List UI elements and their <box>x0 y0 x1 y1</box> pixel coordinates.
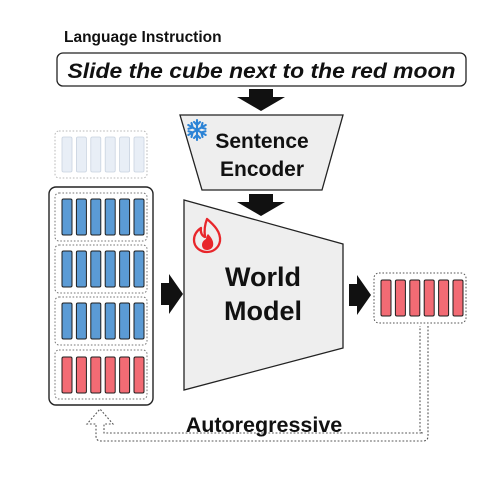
world-model-label-line2: Model <box>224 296 302 326</box>
predicted-token <box>90 356 102 394</box>
placeholder-token <box>90 136 102 173</box>
observed-token <box>133 250 145 288</box>
instruction-box-frame <box>56 52 467 87</box>
encoder-label-line2: Encoder <box>220 158 304 181</box>
observed-token <box>75 198 87 236</box>
placeholder-token <box>133 136 145 173</box>
snowflake-icon <box>187 118 207 142</box>
observed-token <box>61 250 73 288</box>
predicted-token <box>104 356 116 394</box>
arrow-instruction-to-encoder-icon <box>237 89 285 111</box>
observed-token <box>75 302 87 340</box>
observed-frame-3-tokens <box>61 302 145 340</box>
observed-token <box>90 198 102 236</box>
placeholder-token <box>76 136 87 173</box>
encoder-label-line1: Sentence <box>215 130 308 153</box>
observed-frame-2-tokens <box>61 250 145 288</box>
observed-frame-1-tokens <box>61 198 145 236</box>
observed-token <box>104 250 116 288</box>
observed-token <box>75 250 87 288</box>
output-token <box>423 279 435 317</box>
world-model-label-line1: World <box>225 262 301 292</box>
observed-token <box>104 198 116 236</box>
world-model-shape <box>183 199 344 391</box>
observed-token <box>104 302 116 340</box>
observed-token <box>119 302 131 340</box>
placeholder-token <box>61 136 73 173</box>
arrow-frames-to-model-icon <box>161 274 183 314</box>
observed-token <box>61 302 73 340</box>
observed-token <box>61 198 73 236</box>
placeholder-token <box>119 136 130 173</box>
autoregressive-loop-arrow-icon <box>85 326 429 442</box>
world-model: World Model <box>183 199 344 391</box>
instruction-text: Slide the cube next to the red moon <box>68 59 456 83</box>
arrow-model-to-output-icon <box>349 275 371 315</box>
instruction-box: Slide the cube next to the red moon <box>56 52 467 87</box>
observed-token <box>90 250 102 288</box>
observed-token <box>133 302 145 340</box>
placeholder-token <box>104 136 116 173</box>
output-frame <box>373 272 467 324</box>
autoregressive-label: Autoregressive <box>186 413 343 437</box>
frame-stack <box>48 130 154 406</box>
predicted-token <box>119 356 131 394</box>
sentence-encoder-shape <box>179 114 344 191</box>
output-token <box>438 279 450 317</box>
predicted-token <box>133 356 145 394</box>
output-token <box>380 279 392 317</box>
output-frame-tokens <box>380 279 464 317</box>
predicted-frame-tokens <box>61 356 145 394</box>
output-token <box>409 279 421 317</box>
observed-token <box>119 250 131 288</box>
observed-token <box>133 198 145 236</box>
sentence-encoder: Sentence Encoder <box>179 114 344 191</box>
flame-icon <box>192 217 222 254</box>
predicted-token <box>75 356 87 394</box>
observed-token <box>90 302 102 340</box>
output-token <box>394 279 406 317</box>
predicted-token <box>61 356 73 394</box>
arrow-encoder-to-model-icon <box>237 194 285 216</box>
output-token <box>452 279 464 317</box>
header-title: Language Instruction <box>64 29 222 46</box>
observed-token <box>119 198 131 236</box>
placeholder-frame-tokens <box>61 136 145 173</box>
